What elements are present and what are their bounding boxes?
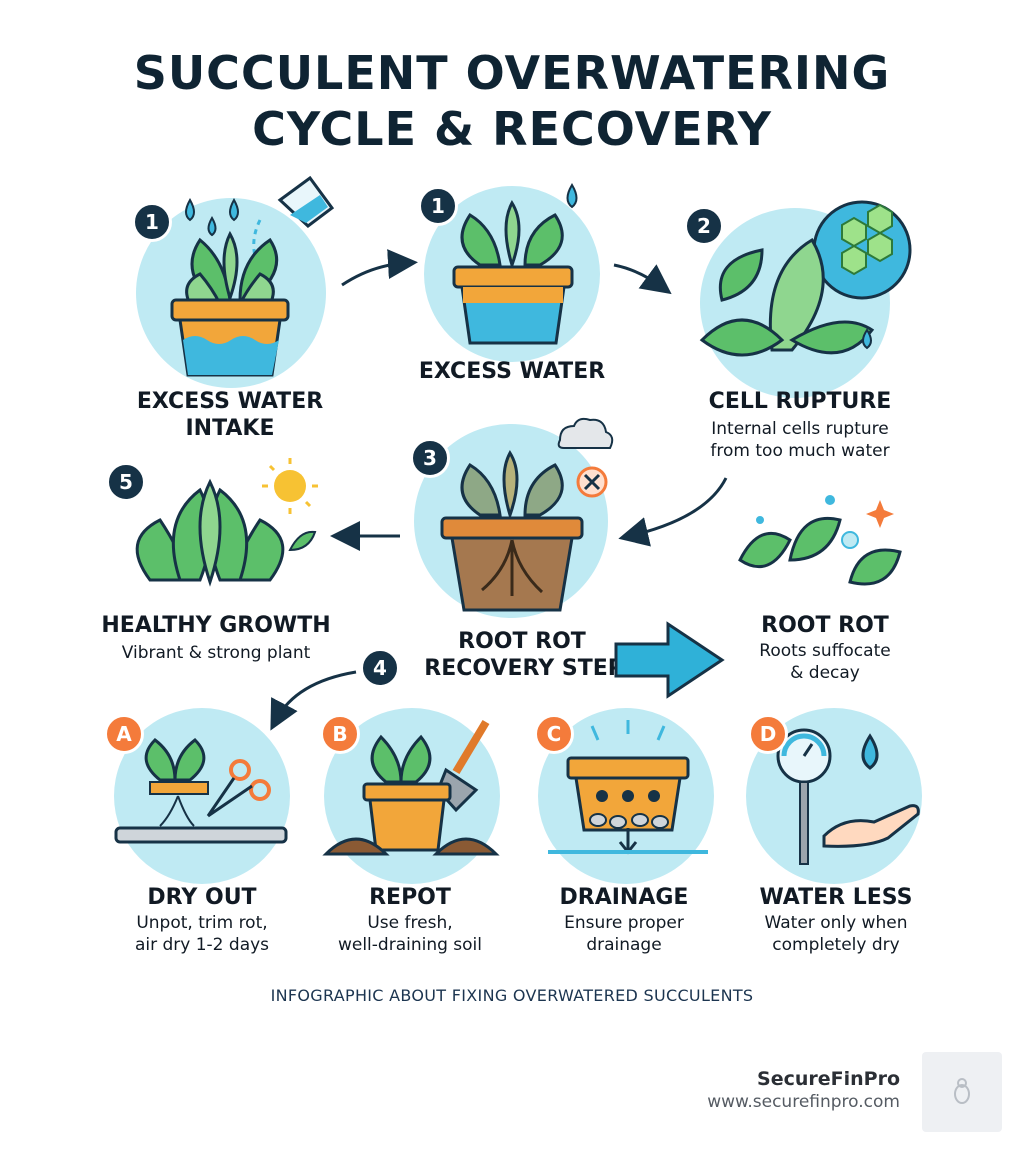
recovery-description-line-2: completely dry: [772, 935, 900, 955]
recovery-description-line-2: air dry 1-2 days: [134, 935, 270, 955]
flooded-pot-icon: [452, 183, 578, 345]
recovery-description-line-1: Water only when: [764, 913, 908, 933]
step-description-line-2: from too much water: [710, 441, 890, 461]
recovery-label: DRY OUT: [147, 885, 257, 910]
big-arrow-to-root-rot: [614, 621, 725, 699]
recovery-description-line-1: Ensure proper: [564, 913, 684, 933]
step-badge: 2: [684, 206, 724, 246]
bee-logo-icon: [954, 1078, 970, 1104]
scissors-icon: [114, 738, 288, 844]
rotting-succulent-icon: [440, 417, 614, 612]
title-line-1: SUCCULENT OVERWATERING: [133, 46, 891, 100]
watering-pot-icon: [170, 175, 335, 377]
drainage-pot-icon: [548, 720, 708, 855]
step-label: HEALTHY GROWTH: [101, 613, 331, 638]
recovery-description: Ensure proper drainage: [514, 912, 734, 956]
recovery-description-line-2: well-draining soil: [337, 935, 483, 955]
step-description-line-1: Roots suffocate: [759, 641, 891, 661]
arrow-2-to-3: [618, 477, 728, 547]
recovery-heading-line-1: ROOT ROT: [458, 629, 586, 654]
recovery-description: Use fresh, well-draining soil: [300, 912, 520, 956]
step-label: EXCESS WATER INTAKE: [110, 388, 350, 442]
step-description-line-1: Internal cells rupture: [711, 419, 889, 439]
recovery-badge: D: [748, 714, 788, 754]
recovery-description-line-1: Use fresh,: [367, 913, 453, 933]
brand-url: www.securefinpro.com: [707, 1092, 900, 1112]
leaves-icon: [738, 495, 902, 586]
recovery-description: Water only when completely dry: [726, 912, 946, 956]
step-description: Internal cells rupture from too much wat…: [680, 418, 920, 462]
step-label: CELL RUPTURE: [708, 389, 892, 414]
recovery-label: WATER LESS: [759, 885, 913, 910]
step-description: Roots suffocate & decay: [710, 640, 940, 684]
step-badge: 1: [418, 186, 458, 226]
step-label: EXCESS WATER: [418, 359, 606, 384]
step-badge: 3: [410, 438, 450, 478]
step-badge: 5: [106, 462, 146, 502]
recovery-description: Unpot, trim rot, air dry 1-2 days: [92, 912, 312, 956]
arrow-1b-to-2: [613, 263, 672, 295]
recovery-heading-line-2: RECOVERY STEPS: [424, 656, 640, 681]
recovery-description-line-1: Unpot, trim rot,: [136, 913, 268, 933]
step-label-line-1: EXCESS WATER: [136, 389, 324, 414]
brand-name: SecureFinPro: [757, 1068, 900, 1090]
caption: INFOGRAPHIC ABOUT FIXING OVERWATERED SUC…: [270, 986, 754, 1005]
step-description-line-2: & decay: [790, 663, 860, 683]
recovery-badge: A: [104, 714, 144, 754]
brand-logo: [922, 1052, 1002, 1132]
moisture-meter-icon: [776, 728, 920, 865]
recovery-description-line-2: drainage: [586, 935, 662, 955]
recovery-badge: B: [320, 714, 360, 754]
recovery-label: REPOT: [369, 885, 451, 910]
step-label: ROOT ROT: [761, 613, 889, 638]
recovery-label: DRAINAGE: [559, 885, 689, 910]
recovery-badge: 4: [360, 648, 400, 688]
step-description: Vibrant & strong plant: [121, 643, 311, 663]
ruptured-leaf-icon: [699, 200, 912, 357]
recovery-badge: C: [534, 714, 574, 754]
trowel-icon: [322, 719, 500, 856]
arrow-1-to-1b: [341, 249, 418, 287]
title-line-2: CYCLE & RECOVERY: [252, 102, 772, 156]
step-badge: 1: [132, 202, 172, 242]
arrow-4-to-a: [270, 670, 357, 731]
healthy-succulent-icon: [135, 458, 318, 587]
step-label-line-2: INTAKE: [185, 416, 275, 441]
